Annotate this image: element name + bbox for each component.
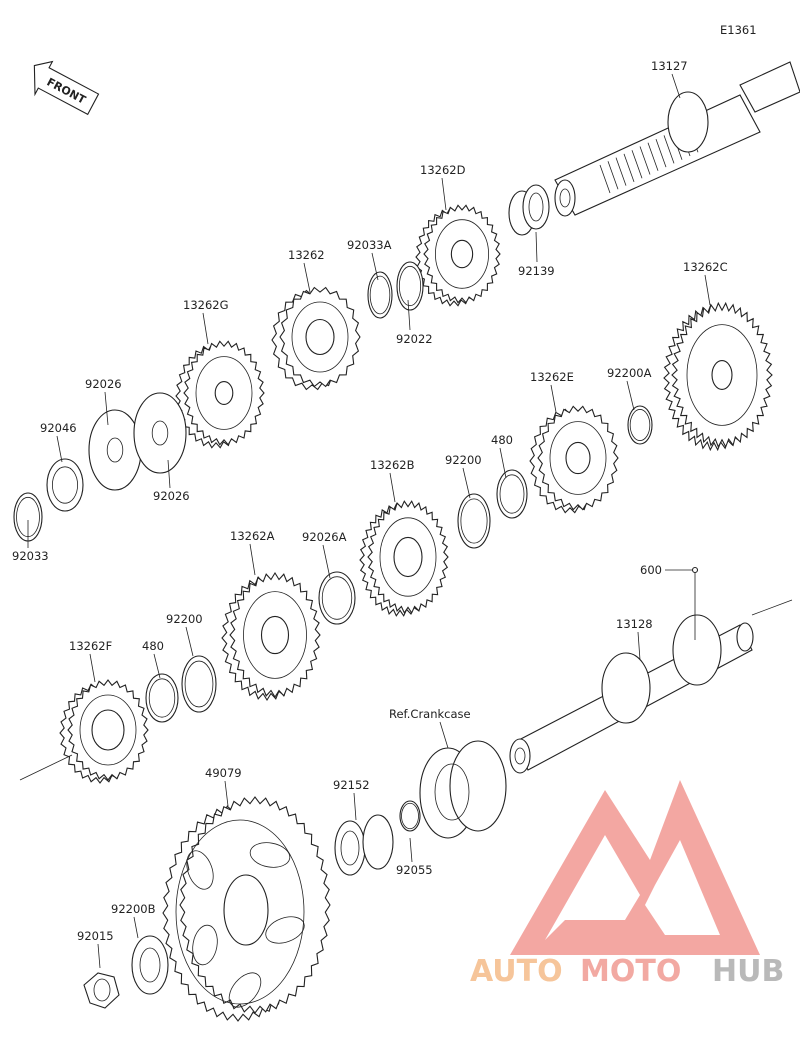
shaft-13128 <box>19 599 793 781</box>
label-13262: 13262 <box>288 248 325 262</box>
figure-code: E1361 <box>720 23 757 37</box>
label-480-lower: 480 <box>142 639 164 653</box>
bearing-92046 <box>46 458 84 512</box>
label-92139: 92139 <box>518 264 555 278</box>
label-92026a: 92026A <box>302 530 347 544</box>
oring-92055 <box>399 800 421 832</box>
label-92046: 92046 <box>40 421 77 435</box>
washer-92026-upper <box>88 409 142 491</box>
label-92152: 92152 <box>333 778 370 792</box>
label-92055: 92055 <box>396 863 433 877</box>
label-480-upper: 480 <box>491 433 513 447</box>
gear-13262e <box>529 405 619 514</box>
gear-13262g <box>175 340 265 449</box>
label-13128: 13128 <box>616 617 653 631</box>
label-92026-upper: 92026 <box>85 377 122 391</box>
washer-92200a <box>627 405 653 445</box>
washer-92200b <box>131 935 169 995</box>
label-92022: 92022 <box>396 332 433 346</box>
circlip-92033a <box>367 271 393 319</box>
label-ref-crankcase: Ref.Crankcase <box>389 707 471 721</box>
label-92200a: 92200A <box>607 366 652 380</box>
label-13262g: 13262G <box>183 298 229 312</box>
label-92033a: 92033A <box>347 238 392 252</box>
gear-13262c <box>663 301 773 452</box>
shaft-13127 <box>554 61 800 217</box>
collar-92152 <box>334 814 394 876</box>
brand-hub: HUB <box>712 954 784 989</box>
label-92033: 92033 <box>12 549 49 563</box>
washer-92022 <box>396 261 424 311</box>
nut-92015 <box>83 972 120 1009</box>
automotohub-wordmark: AUTO MOTO HUB <box>470 954 784 989</box>
gear-13262f <box>59 679 149 784</box>
label-13262c: 13262C <box>683 260 728 274</box>
label-92200b: 92200B <box>111 902 156 916</box>
part-labels: 13127 13262D 92033A 92139 13262 92022 13… <box>12 59 728 969</box>
washer-92200-lower <box>181 655 217 713</box>
brand-auto: AUTO <box>470 954 563 989</box>
label-13262d: 13262D <box>420 163 466 177</box>
brand-moto: MOTO <box>580 954 681 989</box>
circlip-480-lower <box>145 673 179 723</box>
washer-hole <box>139 947 161 983</box>
gear-13262d <box>415 204 501 307</box>
automotohub-logo <box>510 780 760 955</box>
nut-hole <box>93 978 111 1002</box>
label-13262f: 13262F <box>69 639 112 653</box>
washer-92026-lower <box>133 392 187 474</box>
gear-13262 <box>271 286 361 391</box>
label-92026-lower: 92026 <box>153 489 190 503</box>
label-92200-upper: 92200 <box>445 453 482 467</box>
label-600: 600 <box>640 563 662 577</box>
bushing-92139 <box>508 184 550 236</box>
washer-92026a <box>318 571 356 625</box>
gear-13262a <box>221 571 321 702</box>
front-arrow-icon: FRONT <box>33 60 100 116</box>
bearing-crankcase <box>419 740 507 839</box>
sprocket-49079 <box>162 796 331 1022</box>
label-13127: 13127 <box>651 59 688 73</box>
gear-13262b <box>359 500 449 617</box>
label-13262b: 13262B <box>370 458 415 472</box>
washer-92200-upper <box>457 493 491 549</box>
label-49079: 49079 <box>205 766 242 780</box>
circlip-480-upper <box>496 469 528 519</box>
label-13262e: 13262E <box>530 370 574 384</box>
label-92200-lower: 92200 <box>166 612 203 626</box>
label-92015: 92015 <box>77 929 114 943</box>
label-13262a: 13262A <box>230 529 275 543</box>
